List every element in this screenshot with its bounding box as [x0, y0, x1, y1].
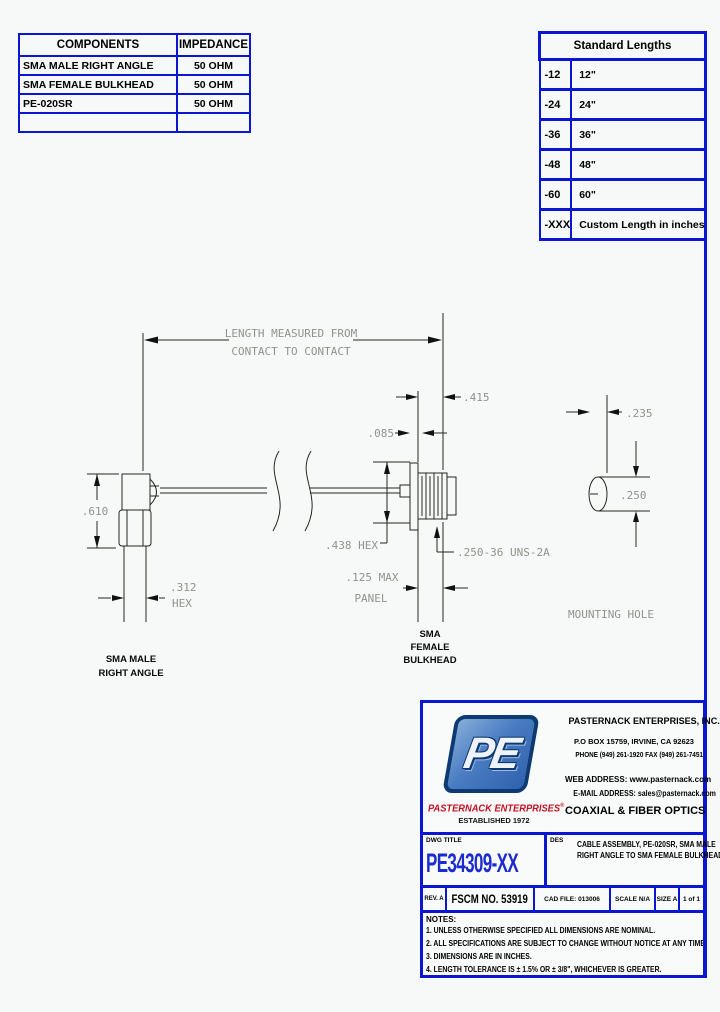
dim-235-label: .235 — [626, 407, 653, 420]
dimension-arrowheads — [94, 336, 639, 601]
length-value-cell: 60" — [570, 178, 707, 211]
notes-section: NOTES: 1. UNLESS OTHERWISE SPECIFIED ALL… — [423, 910, 703, 975]
length-code-cell: -48 — [538, 148, 573, 181]
company-section: PE PASTERNACK ENTERPRISES® ESTABLISHED 1… — [423, 703, 720, 832]
dwg-title-label: DWG TITLE — [426, 837, 462, 844]
table-row: SMA MALE RIGHT ANGLE 50 OHM — [18, 55, 252, 76]
length-code-cell: -12 — [538, 58, 573, 91]
dim-312-hex-label: HEX — [172, 597, 192, 610]
lengths-title: Standard Lengths — [537, 31, 708, 61]
sheet-right-border — [704, 31, 707, 978]
info-row: REV. A FSCM NO. 53919 CAD FILE: 013006 S… — [423, 885, 703, 910]
components-header: COMPONENTS — [18, 33, 178, 57]
note-item: 4. LENGTH TOLERANCE IS ± 1.5% OR ± 3/8",… — [426, 965, 662, 974]
notes-label: NOTES: — [426, 915, 457, 924]
table-row: -XXX Custom Length in inches — [538, 208, 707, 241]
cad-file-cell: CAD FILE: 013006 — [535, 888, 611, 910]
registered-mark: ® — [560, 803, 565, 809]
sma-male-label-line2: RIGHT ANGLE — [98, 668, 163, 679]
des-label: DES — [550, 837, 564, 844]
scale-cell: SCALE N/A — [611, 888, 656, 910]
length-note-line1: LENGTH MEASURED FROM — [225, 327, 358, 340]
sma-female-label-line3: BULKHEAD — [403, 655, 456, 666]
table-row: -60 60" — [538, 178, 707, 211]
standard-lengths-table: Standard Lengths -12 12" -24 24" -36 36"… — [537, 31, 708, 241]
length-value-cell: Custom Length in inches — [570, 208, 707, 241]
fscm-number: FSCM NO. 53919 — [451, 892, 529, 906]
sheet-number-cell: 1 of 1 — [683, 895, 700, 903]
impedance-cell — [175, 112, 252, 133]
impedance-cell: 50 OHM — [175, 93, 252, 114]
table-row: -24 24" — [538, 88, 707, 121]
brand-name: PASTERNACK ENTERPRISES® — [427, 803, 564, 815]
dim-085-label: .085 — [368, 427, 395, 440]
sma-male-label-line1: SMA MALE — [106, 654, 156, 665]
brand-text: PASTERNACK ENTERPRISES — [427, 803, 561, 815]
components-table: COMPONENTS IMPEDANCE SMA MALE RIGHT ANGL… — [18, 33, 252, 133]
dim-125-label: .125 MAX — [346, 571, 399, 584]
table-row: -12 12" — [538, 58, 707, 91]
components-header-row: COMPONENTS IMPEDANCE — [18, 33, 252, 57]
dim-312-label: .312 — [170, 581, 197, 594]
length-code-cell: -XXX — [538, 208, 573, 241]
component-cell: PE-020SR — [18, 93, 178, 114]
drawing-linework — [87, 313, 650, 622]
component-cell — [18, 112, 178, 133]
size-cell: SIZE A — [656, 888, 680, 910]
note-item: 1. UNLESS OTHERWISE SPECIFIED ALL DIMENS… — [426, 926, 656, 935]
fscm-cell: FSCM NO. 53919 — [447, 888, 535, 910]
company-web-address: WEB ADDRESS: www.pasternack.com — [565, 775, 712, 784]
dim-415-label: .415 — [463, 391, 490, 404]
length-code-cell: -36 — [538, 118, 573, 151]
note-item: 3. DIMENSIONS ARE IN INCHES. — [426, 952, 532, 961]
component-cell: SMA FEMALE BULKHEAD — [18, 74, 178, 95]
table-row: PE-020SR 50 OHM — [18, 93, 252, 114]
drawing-number: PE34309-XX — [426, 848, 519, 878]
company-email-address: E-MAIL ADDRESS: sales@pasternack.com — [573, 789, 716, 798]
description-cell: DES CABLE ASSEMBLY, PE-020SR, SMA MALE R… — [547, 835, 720, 885]
description-line2: RIGHT ANGLE TO SMA FEMALE BULKHEAD — [577, 850, 720, 860]
drawing-title-row: DWG TITLE PE34309-XX DES CABLE ASSEMBLY,… — [423, 832, 720, 885]
company-address: P.O BOX 15759, IRVINE, CA 92623 — [574, 737, 694, 746]
company-info: PASTERNACK ENTERPRISES, INC. P.O BOX 157… — [565, 703, 720, 832]
table-row: SMA FEMALE BULKHEAD 50 OHM — [18, 74, 252, 95]
length-value-cell: 36" — [570, 118, 707, 151]
length-code-cell: -60 — [538, 178, 573, 211]
sma-female-label-line1: SMA — [419, 629, 440, 640]
table-row: -48 48" — [538, 148, 707, 181]
dim-438-label: .438 HEX — [325, 539, 378, 552]
impedance-cell: 50 OHM — [175, 74, 252, 95]
length-note-line2: CONTACT TO CONTACT — [231, 345, 351, 358]
impedance-header: IMPEDANCE — [175, 33, 252, 57]
thread-spec-label: .250-36 UNS-2A — [457, 546, 550, 559]
pe-monogram: PE — [460, 729, 522, 778]
pe-logo-mark: PE — [442, 715, 540, 793]
revision-cell: REV. A — [423, 888, 447, 910]
lengths-header-row: Standard Lengths — [537, 31, 708, 61]
component-cell: SMA MALE RIGHT ANGLE — [18, 55, 178, 76]
company-name: PASTERNACK ENTERPRISES, INC. — [568, 716, 720, 727]
impedance-cell: 50 OHM — [175, 55, 252, 76]
company-tagline: COAXIAL & FIBER OPTICS — [565, 805, 706, 817]
description-line1: CABLE ASSEMBLY, PE-020SR, SMA MALE — [577, 840, 716, 849]
title-block: PE PASTERNACK ENTERPRISES® ESTABLISHED 1… — [420, 700, 720, 978]
dim-610-label: .610 — [82, 505, 109, 518]
company-phone: PHONE (949) 261-1920 FAX (949) 261-7451 — [575, 750, 703, 759]
pasternack-logo: PE PASTERNACK ENTERPRISES® ESTABLISHED 1… — [423, 703, 565, 832]
length-code-cell: -24 — [538, 88, 573, 121]
length-value-cell: 24" — [570, 88, 707, 121]
table-row — [18, 112, 252, 133]
drawing-number-cell: DWG TITLE PE34309-XX — [423, 835, 547, 885]
mounting-hole-label: MOUNTING HOLE — [568, 608, 654, 621]
dim-250-label: .250 — [620, 489, 647, 502]
length-value-cell: 48" — [570, 148, 707, 181]
established-text: ESTABLISHED 1972 — [458, 816, 530, 825]
panel-label: PANEL — [354, 592, 387, 605]
sma-female-label-line2: FEMALE — [410, 642, 449, 653]
length-value-cell: 12" — [570, 58, 707, 91]
description-text: CABLE ASSEMBLY, PE-020SR, SMA MALE RIGHT… — [577, 840, 720, 861]
note-item: 2. ALL SPECIFICATIONS ARE SUBJECT TO CHA… — [426, 939, 703, 948]
table-row: -36 36" — [538, 118, 707, 151]
